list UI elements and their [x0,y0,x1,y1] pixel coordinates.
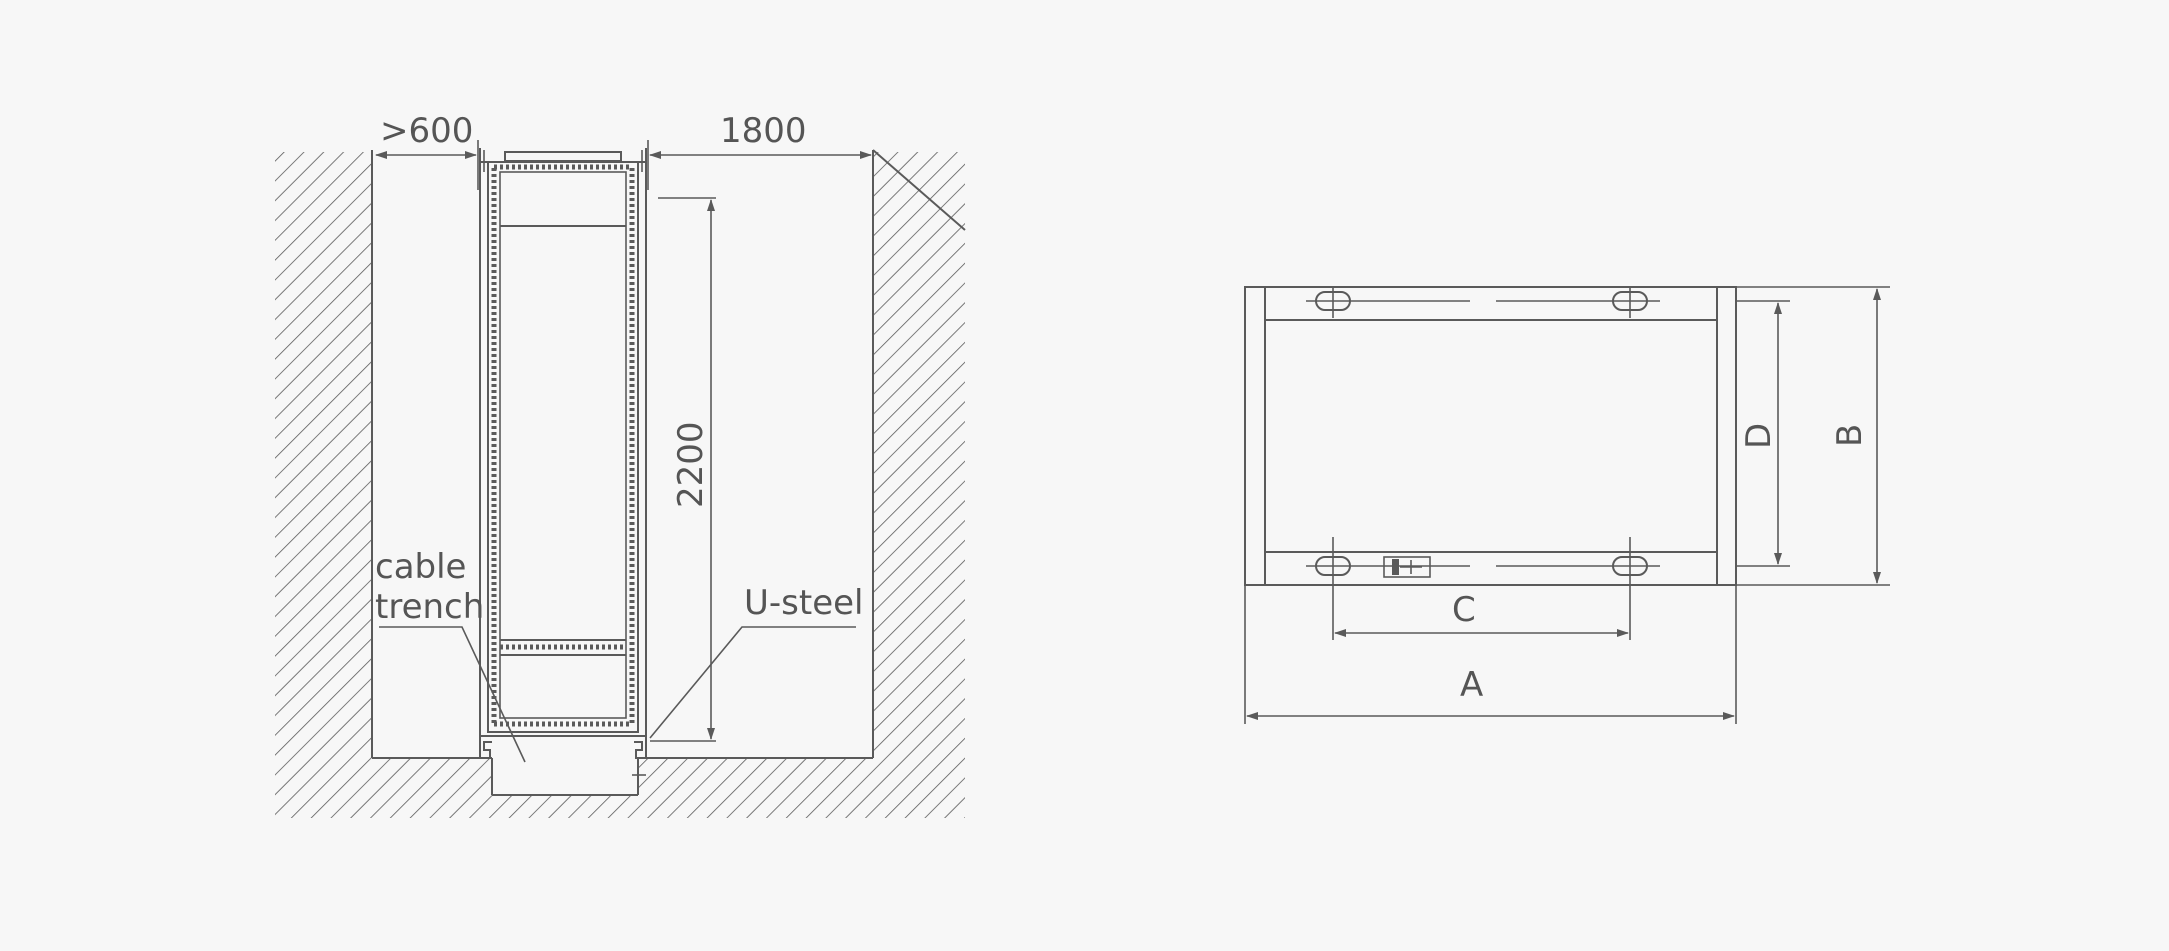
cable-trench-label-line2: trench [375,587,484,627]
right-wall-hatch [873,152,965,818]
mounting-slots [1306,286,1660,640]
callout-u-steel: U-steel [649,583,863,739]
room-outline [371,149,966,759]
dimension-b: B [1736,286,1890,586]
dimension-height: 2200 [650,197,716,742]
dimension-a-label: A [1460,665,1483,705]
dimension-height-label: 2200 [671,421,711,508]
base-plan-view: C A D B [1244,286,1890,724]
dimension-d: D [1736,300,1790,567]
floor-hatch-left [372,758,492,818]
cable-trench-label-line1: cable [375,547,466,587]
cabinet [479,148,647,745]
u-steel-label: U-steel [744,583,863,623]
floor-hatch-right [638,758,873,818]
dimension-c: C [1334,590,1629,637]
u-steel-channels [479,738,647,776]
dimension-clearance: >600 [375,111,479,190]
base-frame-outer [1244,286,1737,586]
u-steel-right [634,738,647,759]
left-wall-hatch [275,152,372,818]
dimension-b-label: B [1830,424,1870,447]
u-steel-left [479,738,492,759]
dimension-clearance-label: >600 [380,111,473,151]
cable-trench [491,758,639,796]
ground-terminal-box [1383,556,1431,578]
dimension-front-label: 1800 [720,111,807,151]
trench-interior [493,757,637,794]
cabinet-frame-inner [499,171,627,719]
dimension-front: 1800 [647,111,872,190]
ground-terminal [1383,556,1431,578]
dimension-c-label: C [1452,590,1476,630]
ground-terminal-block [1392,559,1399,575]
dimension-a: A [1244,585,1737,724]
base-frame [1244,286,1737,586]
room-interior [373,150,872,757]
cabinet-frame-outer [487,161,639,733]
callout-cable-trench: cable trench [375,547,526,763]
dimension-d-label: D [1739,423,1779,449]
installation-section-view: >600 1800 2200 cable trench U-steel [275,111,966,818]
trench-bottom-hatch [492,795,638,818]
